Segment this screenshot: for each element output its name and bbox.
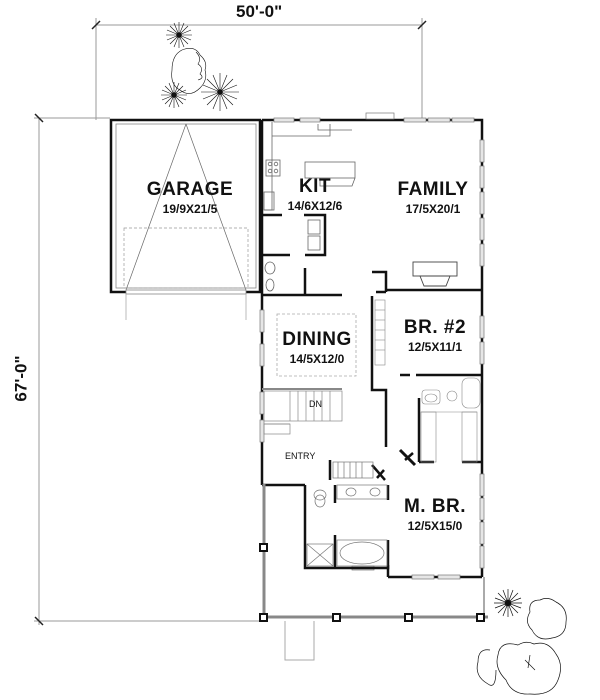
landscape-trees-bottom [476,589,567,695]
dining-area-rug [276,313,357,377]
room-br2-dims: 12/5X11/1 [407,340,463,354]
room-mbr: M. BR. 12/5X15/0 [395,497,475,532]
room-dining-dims: 14/5X12/0 [289,352,345,366]
kitchen-walls [262,213,342,297]
room-garage: GARAGE 19/9X21/5 [140,180,240,215]
overall-depth-label: 67'-0" [11,355,31,402]
room-garage-name: GARAGE [146,179,234,200]
room-garage-dims: 19/9X21/5 [162,202,218,216]
kitchen-fixtures [263,122,356,292]
room-dining-name: DINING [282,329,352,350]
room-entry-name: ENTRY [285,451,316,461]
room-kit-dims: 14/6X12/6 [287,199,343,213]
stairs [263,390,343,435]
interior-walls [370,270,482,467]
master-bath-fixtures [306,461,388,567]
room-kit: KIT 14/6X12/6 [280,177,350,212]
stair-direction-label: DN [309,399,322,409]
garage-walls [109,118,262,320]
room-mbr-dims: 12/5X15/0 [407,519,463,533]
room-kit-name: KIT [298,176,332,197]
room-mbr-name: M. BR. [403,496,467,517]
dimension-lines [34,18,423,625]
room-family: FAMILY 17/5X20/1 [383,180,483,215]
overall-width-label: 50'-0" [236,2,283,21]
room-br2-name: BR. #2 [403,317,467,338]
room-dining: DINING 14/5X12/0 [272,330,362,365]
landscape-trees-top [161,22,239,111]
windows [259,112,485,580]
room-family-name: FAMILY [397,179,469,200]
room-family-dims: 17/5X20/1 [405,202,461,216]
closets [374,299,481,463]
fireplace [412,261,458,287]
master-bath [262,460,390,570]
room-br2: BR. #2 12/5X11/1 [395,318,475,353]
front-porch [259,484,488,661]
